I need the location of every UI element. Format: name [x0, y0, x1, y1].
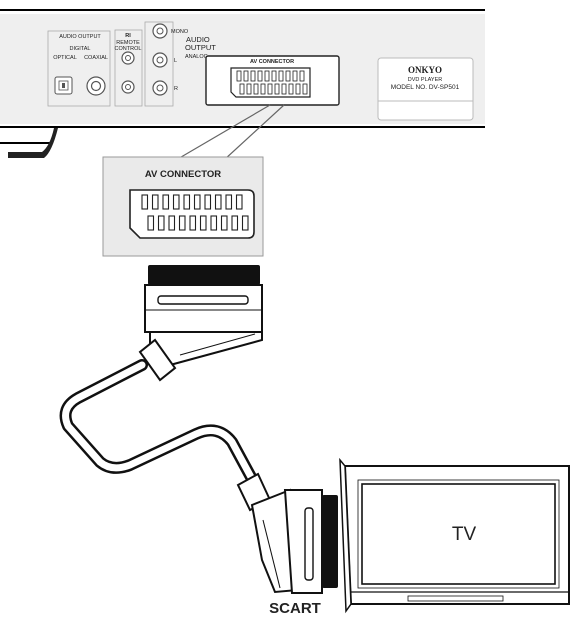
mono-label: MONO: [171, 29, 189, 35]
ri-symbol: RI: [125, 33, 131, 39]
connector-pin: [210, 215, 218, 231]
connector-pin: [141, 194, 149, 210]
tv-control-strip: [407, 595, 504, 602]
right-audio-jack[interactable]: [152, 80, 168, 96]
scart-cable: SCART: [59, 265, 338, 617]
connector-pin: [246, 83, 252, 95]
connector-pin: [260, 83, 266, 95]
connector-pin: [236, 70, 242, 82]
left-audio-label: L: [174, 58, 177, 64]
connector-pin: [235, 194, 243, 210]
connector-pin: [225, 194, 233, 210]
connector-pin: [147, 215, 155, 231]
connector-pin: [157, 215, 165, 231]
model-plate: ONKYO DVD PLAYER MODEL NO. DV-SP501: [377, 57, 474, 121]
tv-label: TV: [452, 524, 477, 545]
tv-screen-border: [357, 479, 560, 589]
av-connector-panel[interactable]: AV CONNECTOR: [205, 55, 340, 106]
right-audio-label: R: [174, 86, 178, 92]
remote-control-group: RI REMOTE CONTROL: [115, 29, 143, 107]
coaxial-label: COAXIAL: [84, 55, 108, 61]
connector-pin: [220, 215, 228, 231]
optical-label: OPTICAL: [53, 55, 77, 61]
connector-pin: [278, 70, 284, 82]
connector-pin: [271, 70, 277, 82]
connector-pin: [267, 83, 273, 95]
product-type-label: DVD PLAYER: [408, 77, 442, 83]
callout-left: [175, 104, 271, 161]
rear-panel: AUDIO OUTPUT DIGITAL OPTICAL COAXIAL RI …: [0, 9, 485, 158]
panel-foot: [8, 128, 58, 158]
connector-pin: [204, 194, 212, 210]
av-connector-panel-label: AV CONNECTOR: [250, 59, 294, 65]
connector-pin: [264, 70, 270, 82]
av-connector-zoom-label: AV CONNECTOR: [145, 169, 221, 180]
connector-pin: [231, 215, 239, 231]
scart-label: SCART: [269, 600, 321, 617]
digital-audio-output-group: AUDIO OUTPUT DIGITAL OPTICAL COAXIAL: [47, 30, 111, 107]
analog-audio-title-2: OUTPUT: [185, 43, 216, 52]
scart-plug-top: [138, 265, 263, 382]
connector-pin: [257, 70, 263, 82]
brand-logo: ONKYO: [408, 65, 442, 75]
left-audio-jack[interactable]: [152, 52, 168, 68]
connector-pin: [168, 215, 176, 231]
connector-pin: [183, 194, 191, 210]
analog-audio-title-1: AUDIO: [186, 35, 210, 44]
coaxial-jack[interactable]: [86, 76, 106, 96]
av-connector-panel-pins: [236, 70, 308, 95]
connector-pin: [151, 194, 159, 210]
connector-pin: [189, 215, 197, 231]
connector-pin: [193, 194, 201, 210]
connector-pin: [285, 70, 291, 82]
connector-pin: [253, 83, 259, 95]
remote-label-line1: REMOTE: [116, 40, 140, 46]
mono-jack[interactable]: [152, 23, 168, 39]
connector-pin: [295, 83, 301, 95]
connector-pin: [281, 83, 287, 95]
remote-label-line2: CONTROL: [115, 46, 142, 52]
callout-right: [223, 104, 285, 161]
scart-plug-bottom[interactable]: [236, 472, 338, 594]
av-connector-zoom: AV CONNECTOR: [102, 156, 264, 257]
audio-output-digital-label: DIGITAL: [70, 46, 91, 52]
connector-pin: [178, 215, 186, 231]
remote-jack-1[interactable]: [121, 51, 135, 65]
analog-audio-output-group: MONO AUDIO OUTPUT ANALOG L R: [144, 21, 216, 107]
connector-pin: [199, 215, 207, 231]
tv-screen: [361, 483, 556, 585]
optical-jack[interactable]: [54, 76, 73, 95]
connector-pin: [274, 83, 280, 95]
connector-pin: [172, 194, 180, 210]
connector-pin: [292, 70, 298, 82]
av-connector-zoom-socket[interactable]: [129, 189, 255, 239]
connector-pin: [299, 70, 305, 82]
audio-output-title: AUDIO OUTPUT: [59, 34, 101, 40]
scart-cable-wire: [59, 359, 264, 496]
connector-pin: [250, 70, 256, 82]
connector-pin: [288, 83, 294, 95]
model-number-label: MODEL NO. DV-SP501: [391, 84, 460, 91]
connector-pin: [214, 194, 222, 210]
connector-pin: [162, 194, 170, 210]
analog-label: ANALOG: [185, 54, 208, 60]
television: TV: [339, 457, 570, 614]
connector-pin: [243, 70, 249, 82]
connector-pin: [239, 83, 245, 95]
connector-pin: [302, 83, 308, 95]
connector-pin: [241, 215, 249, 231]
remote-jack-2[interactable]: [121, 80, 135, 94]
zoom-callout-lines: [175, 104, 285, 161]
av-connector-zoom-pins: [141, 194, 249, 231]
